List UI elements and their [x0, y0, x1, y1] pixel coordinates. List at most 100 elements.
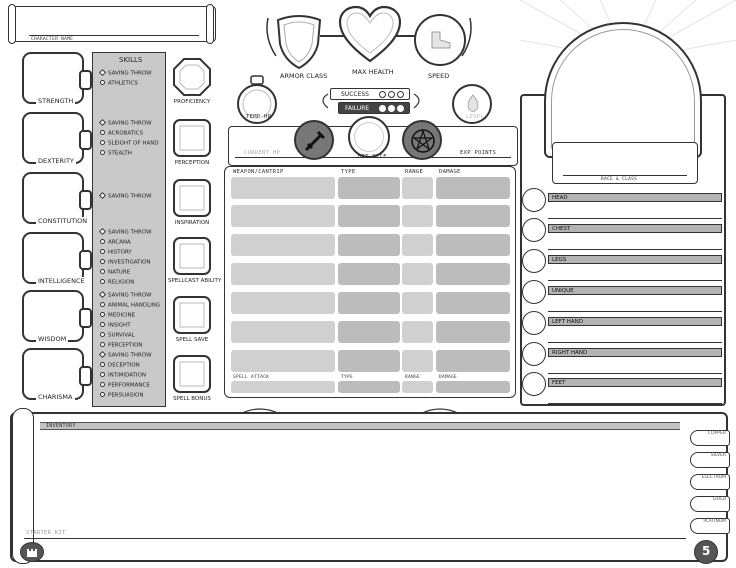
ability-strength[interactable]: Strength	[22, 52, 92, 105]
spell-range-cell[interactable]	[402, 381, 433, 393]
race-class-banner[interactable]: Race & Class	[552, 142, 698, 184]
dexterity-modifier-tab[interactable]	[79, 130, 92, 150]
coin-electrum[interactable]: Electrum	[690, 474, 730, 490]
skill-row[interactable]: History	[100, 249, 132, 256]
skill-proficiency-circle[interactable]	[100, 372, 105, 377]
character-name-banner[interactable]: Character Name	[12, 6, 216, 42]
failure-check[interactable]	[379, 105, 386, 112]
weapon-type-cell[interactable]	[338, 263, 400, 285]
temp-hp-flask[interactable]	[234, 74, 280, 126]
skill-row[interactable]: Persuasion	[100, 392, 143, 399]
skill-proficiency-circle[interactable]	[100, 342, 105, 347]
skill-row[interactable]: Perception	[100, 342, 142, 349]
save-proficiency-diamond[interactable]	[98, 350, 107, 359]
skill-proficiency-circle[interactable]	[100, 279, 105, 284]
skill-row[interactable]: Investigation	[100, 259, 150, 266]
spell-attack-cell[interactable]	[231, 381, 335, 393]
weapon-range-cell[interactable]	[402, 263, 433, 285]
intelligence-modifier-tab[interactable]	[79, 250, 92, 270]
charisma-modifier-tab[interactable]	[79, 366, 92, 386]
equipment-chest[interactable]: Chest	[548, 224, 722, 250]
skill-proficiency-circle[interactable]	[100, 362, 105, 367]
weapon-name-cell[interactable]	[231, 321, 335, 343]
weapon-range-cell[interactable]	[402, 321, 433, 343]
spell-damage-cell[interactable]	[436, 381, 510, 393]
ability-intelligence[interactable]: Intelligence	[22, 232, 92, 285]
skill-row[interactable]: Deception	[100, 362, 140, 369]
success-check[interactable]	[388, 91, 395, 98]
skill-row[interactable]: Arcana	[100, 239, 131, 246]
speed-circle[interactable]	[414, 14, 466, 66]
weapon-name-cell[interactable]	[231, 177, 335, 199]
save-proficiency-diamond[interactable]	[98, 118, 107, 127]
weapon-name-cell[interactable]	[231, 350, 335, 372]
equipment-unique[interactable]: Unique	[548, 286, 722, 312]
spell-bonus-gem[interactable]: Spell Bonus	[172, 354, 212, 402]
skill-row[interactable]: Nature	[100, 269, 130, 276]
failure-check[interactable]	[397, 105, 404, 112]
weapon-name-cell[interactable]	[231, 205, 335, 227]
skill-row[interactable]: Saving Throw	[98, 191, 152, 200]
weapon-type-cell[interactable]	[338, 205, 400, 227]
skill-row[interactable]: Performance	[100, 382, 150, 389]
skill-proficiency-circle[interactable]	[100, 332, 105, 337]
weapon-damage-cell[interactable]	[436, 234, 510, 256]
spell-type-cell[interactable]	[338, 381, 400, 393]
ability-charisma[interactable]: Charisma	[22, 348, 92, 401]
weapon-range-cell[interactable]	[402, 292, 433, 314]
skill-proficiency-circle[interactable]	[100, 302, 105, 307]
save-proficiency-diamond[interactable]	[98, 290, 107, 299]
coin-silver[interactable]: Silver	[690, 452, 730, 468]
failure-check[interactable]	[388, 105, 395, 112]
skill-proficiency-circle[interactable]	[100, 259, 105, 264]
spell-save-gem[interactable]: Spell Save	[172, 295, 212, 343]
weapon-type-cell[interactable]	[338, 177, 400, 199]
success-check[interactable]	[379, 91, 386, 98]
perception-gem[interactable]: Perception	[172, 118, 212, 166]
hit-dice-orb[interactable]	[348, 116, 390, 158]
skill-proficiency-circle[interactable]	[100, 249, 105, 254]
weapon-range-cell[interactable]	[402, 177, 433, 199]
level-orb[interactable]	[452, 84, 492, 124]
skill-proficiency-circle[interactable]	[100, 392, 105, 397]
weapon-name-cell[interactable]	[231, 263, 335, 285]
skill-row[interactable]: Survival	[100, 332, 135, 339]
success-check[interactable]	[397, 91, 404, 98]
portrait-arch[interactable]	[544, 22, 702, 158]
weapon-type-cell[interactable]	[338, 350, 400, 372]
weapon-name-cell[interactable]	[231, 234, 335, 256]
inventory-panel[interactable]	[10, 412, 728, 562]
skill-row[interactable]: Religion	[100, 279, 134, 286]
skill-proficiency-circle[interactable]	[100, 130, 105, 135]
skill-row[interactable]: Intimidation	[100, 372, 146, 379]
constitution-modifier-tab[interactable]	[79, 190, 92, 210]
coin-platinum[interactable]: Platinum	[690, 518, 730, 534]
spellcast-ability-gem[interactable]: Spellcast Ability	[168, 236, 221, 284]
wisdom-modifier-tab[interactable]	[79, 308, 92, 328]
skill-row[interactable]: Saving Throw	[98, 350, 152, 359]
weapon-name-cell[interactable]	[231, 292, 335, 314]
ability-wisdom[interactable]: Wisdom	[22, 290, 92, 343]
skill-row[interactable]: Saving Throw	[98, 118, 152, 127]
skill-row[interactable]: Animal Handling	[100, 302, 160, 309]
weapon-type-cell[interactable]	[338, 321, 400, 343]
weapon-type-cell[interactable]	[338, 292, 400, 314]
skill-proficiency-circle[interactable]	[100, 80, 105, 85]
weapon-type-cell[interactable]	[338, 234, 400, 256]
skill-proficiency-circle[interactable]	[100, 382, 105, 387]
skill-row[interactable]: Acrobatics	[100, 130, 143, 137]
skill-proficiency-circle[interactable]	[100, 140, 105, 145]
skill-row[interactable]: Medicine	[100, 312, 135, 319]
skill-proficiency-circle[interactable]	[100, 322, 105, 327]
weapon-damage-cell[interactable]	[436, 321, 510, 343]
skill-proficiency-circle[interactable]	[100, 239, 105, 244]
weapon-damage-cell[interactable]	[436, 292, 510, 314]
skill-row[interactable]: Stealth	[100, 150, 132, 157]
equipment-legs[interactable]: Legs	[548, 255, 722, 281]
proficiency-gem[interactable]: Proficiency	[172, 57, 212, 105]
coin-gold[interactable]: Gold	[690, 496, 730, 512]
weapon-damage-cell[interactable]	[436, 205, 510, 227]
ability-constitution[interactable]: Constitution	[22, 172, 92, 225]
save-proficiency-diamond[interactable]	[98, 68, 107, 77]
ability-dexterity[interactable]: Dexterity	[22, 112, 92, 165]
